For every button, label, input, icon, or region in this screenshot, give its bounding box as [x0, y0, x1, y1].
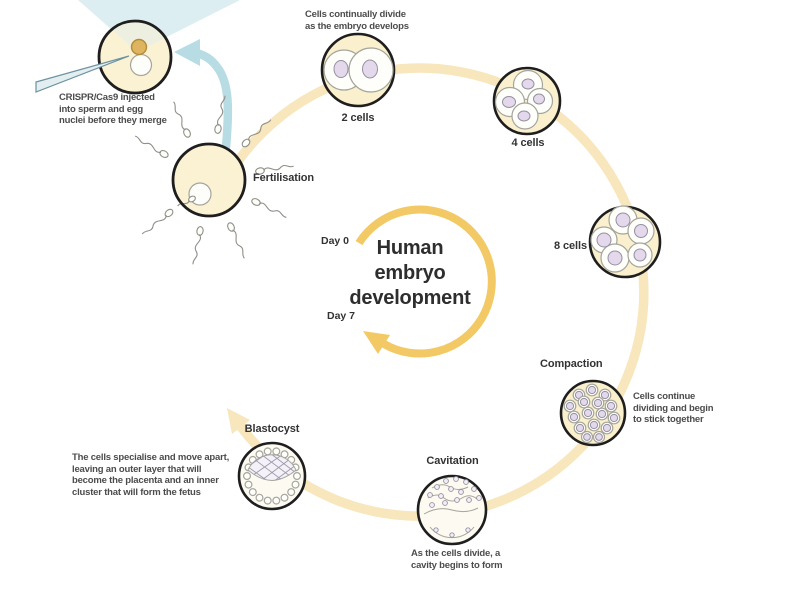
- stage-label-cavitation: Cavitation: [426, 455, 479, 467]
- stage-label-blastocyst: Blastocyst: [244, 423, 300, 435]
- center-cycle-arrow: [355, 205, 496, 358]
- injection-arrowhead: [174, 39, 200, 66]
- stage-label-4-cells: 4 cells: [511, 137, 545, 149]
- stage-2-cells-icon: [320, 32, 396, 108]
- compaction-annotation: Cells continue dividing and begin to sti…: [633, 391, 714, 425]
- day-0-label: Day 0: [321, 235, 350, 247]
- crispr-payload-nucleus: [130, 38, 148, 56]
- stage-label-compaction: Compaction: [540, 358, 603, 370]
- crispr-annotation: CRISPR/Cas9 injected into sperm and egg …: [59, 92, 167, 126]
- stage-label-8-cells: 8 cells: [554, 240, 587, 252]
- cycle-path-arrowhead: [227, 408, 250, 434]
- day-7-label: Day 7: [327, 310, 356, 322]
- injection-needle-icon: [35, 55, 130, 93]
- diagram-title: Human embryo development: [349, 237, 471, 309]
- center-cycle-arrowhead: [363, 331, 390, 354]
- stage-8-cells-icon: [588, 205, 662, 279]
- stage-blastocyst-icon: [237, 441, 307, 511]
- injection-beam: [78, 0, 240, 52]
- fertilisation-egg-icon: [132, 94, 295, 266]
- stage-label-2-cells: 2 cells: [341, 112, 375, 124]
- stage-cavitation-icon: [416, 474, 488, 546]
- blastocyst-annotation: The cells specialise and move apart, lea…: [72, 452, 230, 498]
- cavitation-annotation: As the cells divide, a cavity begins to …: [411, 548, 503, 571]
- division-annotation: Cells continually divide as the embryo d…: [305, 9, 409, 32]
- stage-label-fertilisation: Fertilisation: [253, 172, 315, 184]
- stage-compaction-icon: [559, 379, 627, 447]
- injection-arrow: [174, 39, 233, 152]
- stage-4-cells-icon: [492, 66, 562, 136]
